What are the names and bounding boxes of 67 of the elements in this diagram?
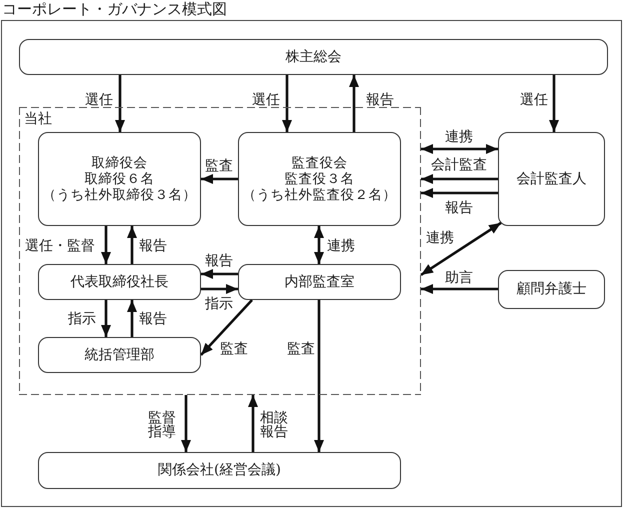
arrow <box>181 395 191 452</box>
arrow <box>349 75 359 132</box>
edge-label: 連携 <box>445 130 473 144</box>
edge-label: 会計監査 <box>431 158 487 172</box>
org-unit-box <box>19 39 608 75</box>
box-label: 取締役会 <box>92 155 148 171</box>
edge-label: 報告 <box>445 201 473 215</box>
group-label: 当社 <box>24 111 52 127</box>
arrow <box>127 300 137 337</box>
box-label: 監査役３名 <box>284 171 354 187</box>
arrow <box>201 269 238 279</box>
company-boundary-box <box>19 107 421 395</box>
arrow <box>127 226 137 264</box>
arrow <box>200 299 253 356</box>
org-unit-box <box>498 270 605 309</box>
box-label: 監査役会 <box>292 155 348 171</box>
box-label: （うち社外取締役３名） <box>42 187 196 203</box>
edge-label: 選任・監督 <box>25 239 95 253</box>
box-label: （うち社外監査役２名） <box>242 187 396 203</box>
edge-label: 選任 <box>520 93 548 107</box>
edge-label: 監査 <box>205 159 233 173</box>
box-label: 関係会社(経営会議) <box>158 462 281 479</box>
box-label: 取締役６名 <box>84 171 154 187</box>
arrow <box>101 300 111 337</box>
edge-label: 報告 <box>139 312 167 326</box>
edge-label: 連携 <box>327 239 355 253</box>
double-headed-arrow <box>314 226 324 264</box>
org-unit-box <box>38 452 401 489</box>
arrow <box>115 75 125 132</box>
arrow <box>421 284 498 294</box>
arrow <box>282 75 292 132</box>
org-unit-box <box>238 132 401 226</box>
edge-label: 報告 <box>139 239 167 253</box>
edge-label: 助言 <box>445 271 473 285</box>
box-label: 内部監査室 <box>284 274 354 290</box>
edge-label: 相談報告 <box>260 411 288 439</box>
box-label: 顧問弁護士 <box>516 281 586 298</box>
edge-label: 連携 <box>426 231 454 245</box>
arrow <box>248 395 258 452</box>
edge-label: 報告 <box>205 254 233 268</box>
box-label: 株主総会 <box>286 48 342 66</box>
org-unit-box <box>238 264 401 300</box>
org-unit-box <box>38 264 201 300</box>
box-label: 代表取締役社長 <box>70 274 168 290</box>
edge-label: 報告 <box>366 93 394 107</box>
edge-label: 指示 <box>68 312 96 326</box>
double-headed-arrow <box>420 222 502 276</box>
edge-label: 指示 <box>205 297 233 311</box>
arrow <box>201 284 238 294</box>
org-unit-box <box>38 337 201 373</box>
edge-label: 選任 <box>252 93 280 107</box>
box-label: 統括管理部 <box>84 346 154 364</box>
org-unit-box <box>38 132 201 226</box>
edge-label: 監査 <box>287 342 315 356</box>
edge-label: 選任 <box>85 93 113 107</box>
arrow <box>421 188 498 198</box>
arrow <box>314 300 324 452</box>
arrow <box>201 174 238 184</box>
edge-label: 監督指導 <box>148 411 176 439</box>
double-headed-arrow <box>421 144 498 154</box>
edge-label: 監査 <box>220 342 248 356</box>
org-unit-box <box>498 132 605 226</box>
box-label: 会計監査人 <box>516 170 586 188</box>
arrow <box>549 75 559 132</box>
title: コーポレート・ガバナンス模式図 <box>2 0 227 18</box>
arrow <box>421 174 498 184</box>
arrow <box>101 226 111 264</box>
